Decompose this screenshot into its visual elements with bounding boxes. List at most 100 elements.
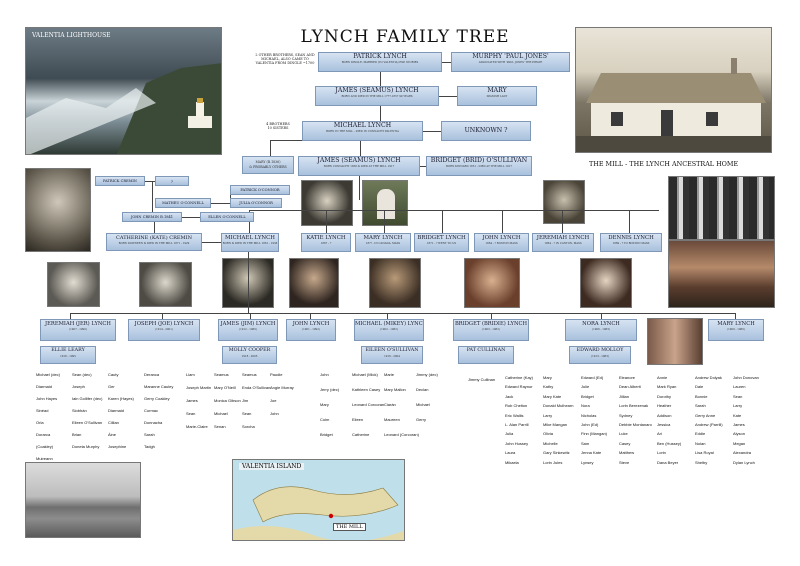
person-john-cremin[interactable]: JOHN CREMIN B.1841 xyxy=(122,212,182,222)
person-dates: 1916 - 1995 xyxy=(60,355,76,358)
descendant-nora-60: Lorin xyxy=(657,450,666,456)
descendant-nora-3: Eleanore xyxy=(619,375,636,380)
person-grand-2[interactable]: JAMES (JIM) LYNCH(1912 - 1980) xyxy=(218,319,278,341)
descendant-mikey-1: Michael (Mick) xyxy=(352,372,378,377)
descendant-nora-37: John (Ed) xyxy=(581,422,599,427)
note-siblings: 4 BROTHERS 10 SISTERS xyxy=(266,122,290,131)
connector-line xyxy=(248,251,249,313)
person-dates: 18?? - IN CANADA, MASS xyxy=(365,242,401,245)
descendant-nora-62: Alexandra xyxy=(733,450,752,456)
descendant-nora-59: Matthew xyxy=(619,450,635,456)
descendant-nora-65: Lynsey xyxy=(581,459,594,465)
person-grand-5[interactable]: BRIDGET (BRIDIE) LYNCH(1903 - 1982) xyxy=(453,319,529,341)
connector-line xyxy=(211,203,230,204)
child-connector-1 xyxy=(326,210,327,233)
descendant-jer-26: Josephine xyxy=(108,444,127,449)
person-ellen-oconnell[interactable]: ELLEN O'CONNELL xyxy=(200,212,254,222)
person-unknown-cremin[interactable]: ? xyxy=(155,176,189,186)
descendant-jer-16: Orla xyxy=(36,420,44,425)
person-name: DENNIS LYNCH xyxy=(608,235,654,241)
child-connector-2 xyxy=(384,210,385,233)
person-spouse-3[interactable]: PAT CULLINAN xyxy=(458,346,514,364)
person-grand-6[interactable]: NORA LYNCH(1906 - 1983) xyxy=(565,319,637,341)
descendant-nora-5: Andrew Dolyak xyxy=(695,375,722,380)
descendant-nora-19: Bonnie xyxy=(695,393,708,399)
person-spouse-4[interactable]: EDWARD MOLLOY(1913 - 1983) xyxy=(569,346,631,364)
descendant-nora-1: Mary xyxy=(543,375,552,380)
descendant-nora-24: Lorin Berezenak xyxy=(619,403,649,409)
descendant-nora-48: Alyson xyxy=(733,431,746,437)
connector-line xyxy=(360,141,361,156)
person-name: JOHN LYNCH xyxy=(292,321,330,327)
person-name: JEREMIAH LYNCH xyxy=(536,235,590,241)
person-patrick-cremin[interactable]: PATRICK CREMIN xyxy=(95,176,145,186)
portrait-joe-photo xyxy=(139,262,192,307)
person-dates: (1901 - 1992) xyxy=(302,328,320,331)
person-patrick-oconnor[interactable]: PATRICK O'CONNOR xyxy=(230,185,290,195)
descendant-jim-8: James xyxy=(186,398,198,403)
descendant-jer-8: John Hayes xyxy=(36,396,58,401)
descendant-nora-54: Nolan xyxy=(695,440,706,446)
person-mathew-oconnell[interactable]: MATHEU O'CONNELL xyxy=(155,198,211,208)
descendant-jer-6: Ger xyxy=(108,384,115,389)
descendant-jer-0: Michael (dec) xyxy=(36,372,61,377)
descendant-jer-4: Diarmaid xyxy=(36,384,53,389)
descendant-jim-9: Monica Gibson xyxy=(214,398,241,403)
descendant-mikey-17: Catherine xyxy=(352,432,370,437)
person-dates: (1906 - 1983) xyxy=(592,328,610,331)
descendant-mikey-16: Bridget xyxy=(320,432,333,437)
descendant-nora-31: Sydney xyxy=(619,412,633,418)
descendant-mikey-10: Ciarán xyxy=(384,402,396,407)
page-title: LYNCH FAMILY TREE xyxy=(300,27,510,47)
grand-connector-7 xyxy=(735,313,736,319)
person-grand-0[interactable]: JEREMIAH (JER) LYNCH(1907 - 1990) xyxy=(40,319,116,341)
valentia-map: VALENTIA ISLAND THE MILL xyxy=(232,459,405,541)
descendant-nora-32: Addison xyxy=(657,412,672,418)
person-name: MICHAEL (MIKEY) LYNCH xyxy=(355,321,424,327)
descendant-jer-18: Cillian xyxy=(108,420,119,425)
child-connector-4 xyxy=(502,210,503,233)
person-grand-1[interactable]: JOSEPH (JOE) LYNCH(1914 - 2001) xyxy=(128,319,200,341)
portrait-jer-photo xyxy=(47,262,100,307)
descendant-nora-26: Sarah xyxy=(695,403,706,409)
person-dates: (1907 - 1990) xyxy=(69,328,87,331)
child-connector-3 xyxy=(442,210,443,233)
person-name: EILEEN O'SULLIVAN xyxy=(365,348,419,353)
person-grand-4[interactable]: MICHAEL (MIKEY) LYNCH(1902 - 1982) xyxy=(354,319,424,341)
person-julia-oconnor[interactable]: JULIA O'CONNOR xyxy=(230,198,282,208)
person-murphy-paul-jones[interactable]: MURPHY 'PAUL JONES'ASSOCIATED WITH 'PAUL… xyxy=(451,52,570,72)
descendant-jer-5: Joseph xyxy=(72,384,85,389)
descendant-nora-40: Andrew (Parrill) xyxy=(695,422,723,427)
descendant-nora-46: Ari xyxy=(657,431,662,437)
descendant-nora-10: Dean Alberti xyxy=(619,384,641,390)
descendant-jer-14: Diarmaid xyxy=(108,408,125,413)
descendant-jim-5: Mary O'Neill xyxy=(214,385,236,390)
person-name: JOHN LYNCH xyxy=(482,235,521,241)
person-grand-3[interactable]: JOHN LYNCH(1901 - 1992) xyxy=(286,319,336,341)
person-name: BRIDGET LYNCH xyxy=(417,235,466,241)
person-grand-7[interactable]: MARY LYNCH(1900 - 1980) xyxy=(708,319,764,341)
descendant-jer-1: Sean (dec) xyxy=(72,372,92,377)
descendant-nora-14: Jack xyxy=(505,393,514,399)
descendant-jer-12: Sinéad xyxy=(36,408,49,413)
grand-connector-2 xyxy=(250,313,251,319)
connector-line xyxy=(202,242,222,243)
person-unknown[interactable]: UNKNOWN ? xyxy=(441,121,531,141)
